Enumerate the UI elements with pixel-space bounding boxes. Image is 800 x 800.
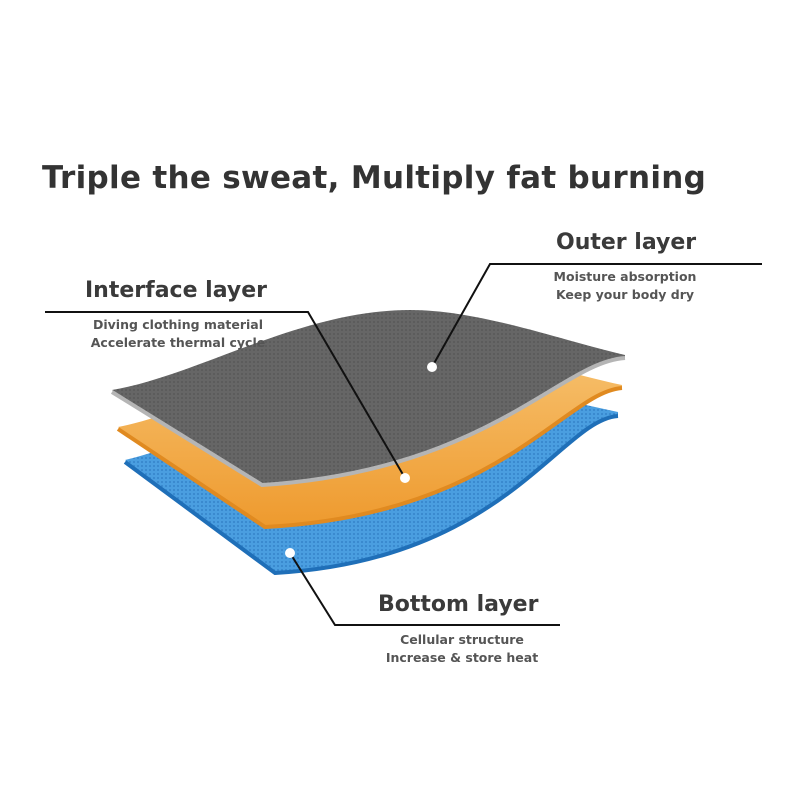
- bottom-layer-line-1: Cellular structure: [400, 632, 524, 647]
- interface-layer-line-2: Accelerate thermal cycle: [90, 335, 266, 350]
- outer-layer-line-1: Moisture absorption: [553, 269, 697, 284]
- outer-layer-line-2: Keep your body dry: [555, 287, 695, 302]
- outer-layer-desc: Moisture absorption Keep your body dry: [550, 268, 700, 304]
- page-title: Triple the sweat, Multiply fat burning: [42, 160, 707, 196]
- bottom-layer-heading: Bottom layer: [378, 592, 539, 617]
- interface-layer-desc: Diving clothing material Accelerate ther…: [88, 316, 268, 352]
- interface-layer-heading: Interface layer: [85, 278, 267, 303]
- outer-layer-heading: Outer layer: [556, 230, 697, 255]
- marker-dots: [285, 362, 437, 558]
- bottom-layer-desc: Cellular structure Increase & store heat: [382, 631, 542, 667]
- bottom-layer-line-2: Increase & store heat: [385, 650, 539, 665]
- outer-layer-sheet: [110, 310, 626, 488]
- interface-layer-line-1: Diving clothing material: [92, 317, 263, 332]
- leader-lines: [45, 263, 762, 626]
